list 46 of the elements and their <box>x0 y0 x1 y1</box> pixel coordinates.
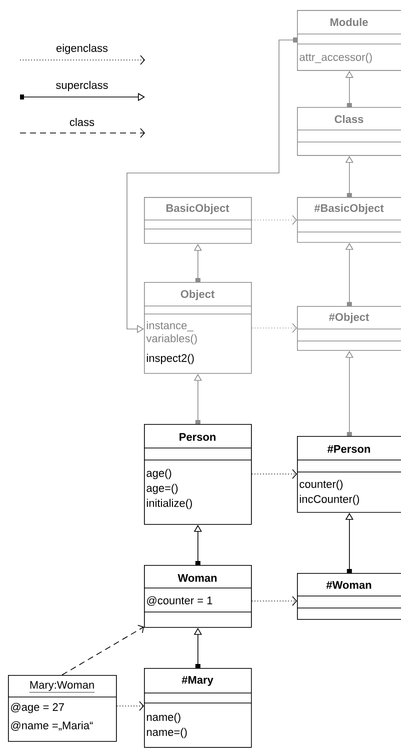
class-box <box>296 197 401 243</box>
member-text: age=() <box>146 484 178 494</box>
class-name: #Object <box>329 312 370 324</box>
class-name: Object <box>180 290 214 300</box>
arrow <box>116 701 144 711</box>
class-box <box>144 197 252 244</box>
class-box <box>144 668 252 748</box>
member-text: initialize() <box>146 498 192 510</box>
class-box <box>144 565 252 628</box>
member-text: @counter = 1 <box>147 596 212 606</box>
class-name: #Woman <box>326 581 372 589</box>
member-text: age() <box>146 468 172 480</box>
class-box <box>296 573 401 620</box>
object-name: Mary:Woman <box>29 681 95 693</box>
class-box <box>296 107 401 156</box>
class-box <box>296 306 401 351</box>
class-name: Person <box>180 433 216 441</box>
class-name: #BasicObject <box>314 204 384 214</box>
member-text: instance_ variables() <box>146 321 197 344</box>
class-box <box>296 10 401 71</box>
legend-label: class <box>70 118 94 126</box>
class-box <box>8 675 117 742</box>
member-text: @age = 27 <box>11 702 64 714</box>
class-box <box>144 424 252 525</box>
class-name: Class <box>334 114 364 124</box>
class-name: #Mary <box>182 676 214 686</box>
arrow <box>251 469 297 479</box>
arrow <box>251 323 297 333</box>
member-text: name() <box>146 712 180 724</box>
member-text: counter() <box>300 480 343 490</box>
legend-label: superclass <box>56 80 108 92</box>
legend-label: eigenclass <box>56 44 108 54</box>
class-name: BasicObject <box>166 204 230 214</box>
class-name: Module <box>330 18 368 26</box>
member-text: @name =„Maria“ <box>11 721 93 731</box>
class-box <box>144 282 252 374</box>
class-name: #Person <box>327 445 370 453</box>
arrow <box>62 624 144 676</box>
class-name: Woman <box>178 574 217 582</box>
arrow <box>251 596 297 606</box>
member-text: incCounter() <box>300 494 360 506</box>
class-box <box>296 436 401 513</box>
member-text: name=() <box>146 728 187 738</box>
member-text: inspect2() <box>146 354 194 364</box>
member-text: attr_accessor() <box>300 52 372 64</box>
arrow <box>251 215 297 225</box>
